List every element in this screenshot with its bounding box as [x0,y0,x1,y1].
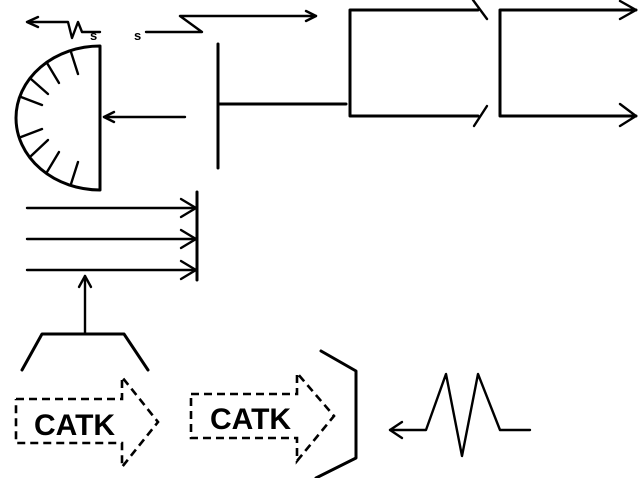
parallel-arrows [25,190,199,282]
angle-bracket [314,349,358,478]
bracket-with-breaks [348,0,489,128]
pulse-arrow-left [388,372,532,458]
zigzag-arrow-right [144,9,318,34]
label-s-2: s [134,28,141,43]
tee-connector [216,42,348,170]
arrow-into-dial [102,110,187,124]
catk-label-2: CATK [210,403,291,436]
double-arrow-bracket [498,0,638,128]
up-arrow-trapezoid [20,274,150,372]
catk-arrow-1 [14,373,160,471]
half-dial-symbol [14,44,102,192]
label-s-1: s [90,28,97,43]
catk-arrow-2 [189,369,336,465]
zigzag-arrow-left [25,15,102,40]
catk-label-1: CATK [34,409,115,442]
